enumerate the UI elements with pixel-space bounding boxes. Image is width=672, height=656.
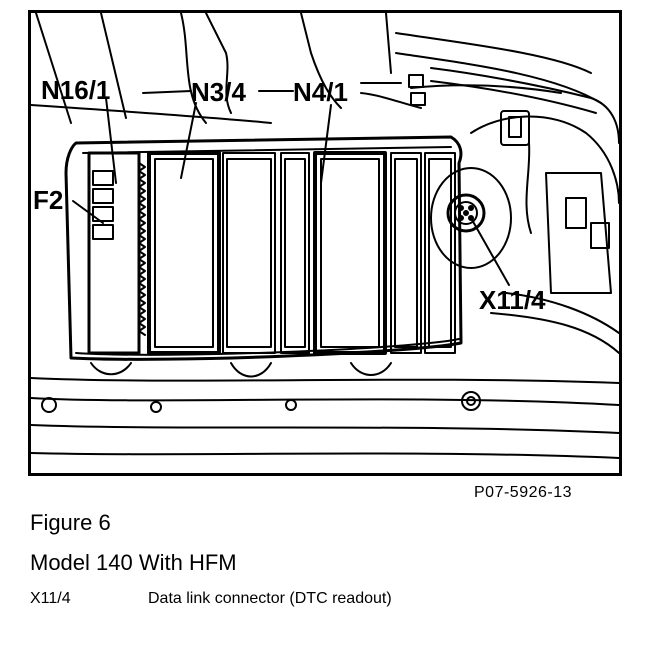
empty-slots xyxy=(222,152,310,354)
legend-description: Data link connector (DTC readout) xyxy=(148,590,392,607)
label-n4-1: N4/1 xyxy=(293,77,348,107)
module-n3-4 xyxy=(147,151,221,355)
leader-lines xyxy=(72,90,510,286)
label-x11-4: X11/4 xyxy=(479,285,546,315)
model-caption: Model 140 With HFM xyxy=(30,550,237,575)
right-bracket xyxy=(490,172,619,354)
figure-caption: Figure 6 xyxy=(30,510,111,535)
module-n4-1 xyxy=(313,151,456,355)
figure-id: P07-5926-13 xyxy=(474,484,573,501)
hoses xyxy=(360,67,619,234)
component-location-diagram: N16/1 N3/4 N4/1 F2 X11/4 xyxy=(28,10,622,476)
label-f2: F2 xyxy=(33,185,63,215)
module-n16-1 xyxy=(87,151,146,355)
label-n3-4: N3/4 xyxy=(191,77,246,107)
legend-row: X11/4 Data link connector (DTC readout) xyxy=(30,590,392,608)
frame-rail xyxy=(31,362,619,459)
module-housing xyxy=(64,135,463,361)
hood-structure xyxy=(31,13,619,204)
legend-key: X11/4 xyxy=(30,590,71,607)
diagram-drawing: N16/1 N3/4 N4/1 F2 X11/4 xyxy=(31,13,619,459)
label-n16-1: N16/1 xyxy=(41,75,110,105)
